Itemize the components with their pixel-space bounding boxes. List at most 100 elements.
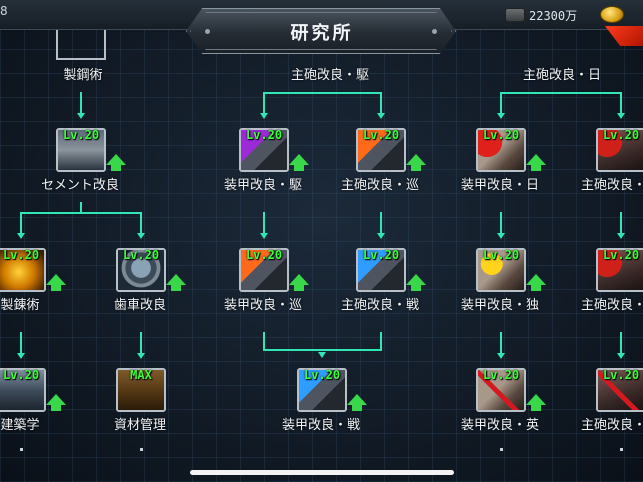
armor-icon	[476, 128, 526, 172]
research-node-materials[interactable]: MAX 資材管理	[80, 368, 200, 433]
connector-line	[380, 332, 382, 350]
node-label[interactable]: 主砲改良・日	[522, 68, 601, 83]
upgrade-arrow-icon	[406, 274, 426, 291]
node-label: 装甲改良・独	[460, 298, 539, 313]
node-label: 建築学	[0, 418, 40, 433]
connector-arrow	[318, 352, 326, 358]
research-node-cement[interactable]: Lv.20 セメント改良	[20, 128, 140, 193]
research-node-armor-ca[interactable]: Lv.20 装甲改良・巡	[203, 248, 323, 313]
research-node-armor-jp[interactable]: Lv.20 装甲改良・日	[440, 128, 560, 193]
connector-line	[380, 212, 382, 234]
home-indicator[interactable]	[190, 470, 454, 475]
fuel-amount: 22300万	[529, 8, 578, 23]
node-label: 主砲改良・日	[580, 178, 643, 193]
level-badge: Lv.20	[602, 128, 640, 142]
connector-stub	[620, 448, 623, 451]
close-tab-button[interactable]	[605, 26, 643, 46]
connector-stub	[500, 448, 503, 451]
armor-icon	[476, 248, 526, 292]
upgrade-arrow-icon	[289, 154, 309, 171]
level-badge: Lv.20	[362, 248, 400, 262]
level-badge: Lv.20	[482, 128, 520, 142]
connector-line	[263, 212, 265, 234]
connector-line	[500, 92, 502, 114]
upgrade-arrow-icon	[406, 154, 426, 171]
connector-arrow	[497, 113, 505, 119]
node-label: 装甲改良・日	[460, 178, 539, 193]
gold-coin-icon	[600, 6, 624, 23]
connector-line	[80, 92, 82, 114]
connector-arrow	[617, 113, 625, 119]
research-node-gun-ca[interactable]: Lv.20 主砲改良・巡	[320, 128, 440, 193]
level-badge: Lv.20	[602, 248, 640, 262]
node-label: 装甲改良・戦	[281, 418, 360, 433]
node-label: 装甲改良・駆	[223, 178, 302, 193]
connector-line	[620, 212, 622, 234]
connector-line	[263, 349, 382, 351]
level-badge: Lv.20	[245, 128, 283, 142]
connector-line	[263, 92, 382, 94]
main-gun-icon	[596, 248, 643, 292]
level-badge: Lv.20	[62, 128, 100, 142]
research-node-smelting[interactable]: Lv.20 製錬術	[0, 248, 80, 313]
node-label[interactable]: 主砲改良・駆	[290, 68, 369, 83]
research-node-gun-jp-3[interactable]: Lv.20 主砲改良・日	[560, 368, 643, 433]
rivet-icon	[432, 29, 437, 34]
connector-arrow	[17, 233, 25, 239]
research-node-armor-bb[interactable]: Lv.20 装甲改良・戦	[261, 368, 381, 433]
upgrade-arrow-icon	[106, 154, 126, 171]
connector-arrow	[137, 233, 145, 239]
connector-arrow	[260, 233, 268, 239]
upgrade-arrow-icon	[526, 394, 546, 411]
connector-line	[500, 92, 622, 94]
page-title: 研究所	[290, 23, 354, 44]
research-node-gun-bb[interactable]: Lv.20 主砲改良・戦	[320, 248, 440, 313]
title-plate: 研究所	[186, 8, 456, 54]
upgrade-arrow-icon	[526, 274, 546, 291]
connector-line	[20, 212, 142, 214]
connector-arrow	[377, 113, 385, 119]
upgrade-arrow-icon	[289, 274, 309, 291]
connector-line	[263, 92, 265, 114]
node-label: 主砲改良・巡	[340, 178, 419, 193]
main-gun-icon	[356, 248, 406, 292]
node-label: 製錬術	[0, 298, 40, 313]
upgrade-arrow-icon	[526, 154, 546, 171]
connector-arrow	[497, 353, 505, 359]
node-label: 歯車改良	[113, 298, 166, 313]
research-node-armor-de[interactable]: Lv.20 装甲改良・独	[440, 248, 560, 313]
research-node-gun-jp[interactable]: Lv.20 主砲改良・日	[560, 128, 643, 193]
connector-arrow	[497, 233, 505, 239]
research-node-armor-dd[interactable]: Lv.20 装甲改良・駆	[203, 128, 323, 193]
node-icon-partial[interactable]	[56, 30, 106, 60]
main-gun-icon	[356, 128, 406, 172]
upgrade-arrow-icon	[347, 394, 367, 411]
connector-arrow	[260, 113, 268, 119]
connector-stub	[140, 448, 143, 451]
connector-arrow	[77, 113, 85, 119]
connector-line	[20, 212, 22, 234]
rivet-icon	[205, 29, 210, 34]
status-left-value: 8	[0, 4, 8, 18]
upgrade-arrow-icon	[46, 394, 66, 411]
main-gun-icon	[596, 128, 643, 172]
node-label: 資材管理	[113, 418, 166, 433]
cement-icon	[56, 128, 106, 172]
level-badge: MAX	[130, 368, 152, 382]
node-label: 装甲改良・巡	[223, 298, 302, 313]
level-badge: Lv.20	[245, 248, 283, 262]
level-badge: Lv.20	[602, 368, 640, 382]
level-badge: Lv.20	[2, 248, 40, 262]
armor-icon	[476, 368, 526, 412]
level-badge: Lv.20	[2, 368, 40, 382]
node-label[interactable]: 製鋼術	[63, 68, 103, 83]
research-node-armor-uk[interactable]: Lv.20 装甲改良・英	[440, 368, 560, 433]
level-badge: Lv.20	[482, 368, 520, 382]
node-label: 主砲改良・日	[580, 298, 643, 313]
connector-line	[620, 92, 622, 114]
research-node-architecture[interactable]: Lv.20 建築学	[0, 368, 80, 433]
research-node-gun-jp-2[interactable]: Lv.20 主砲改良・日	[560, 248, 643, 313]
research-node-gear[interactable]: Lv.20 歯車改良	[80, 248, 200, 313]
connector-arrow	[17, 353, 25, 359]
